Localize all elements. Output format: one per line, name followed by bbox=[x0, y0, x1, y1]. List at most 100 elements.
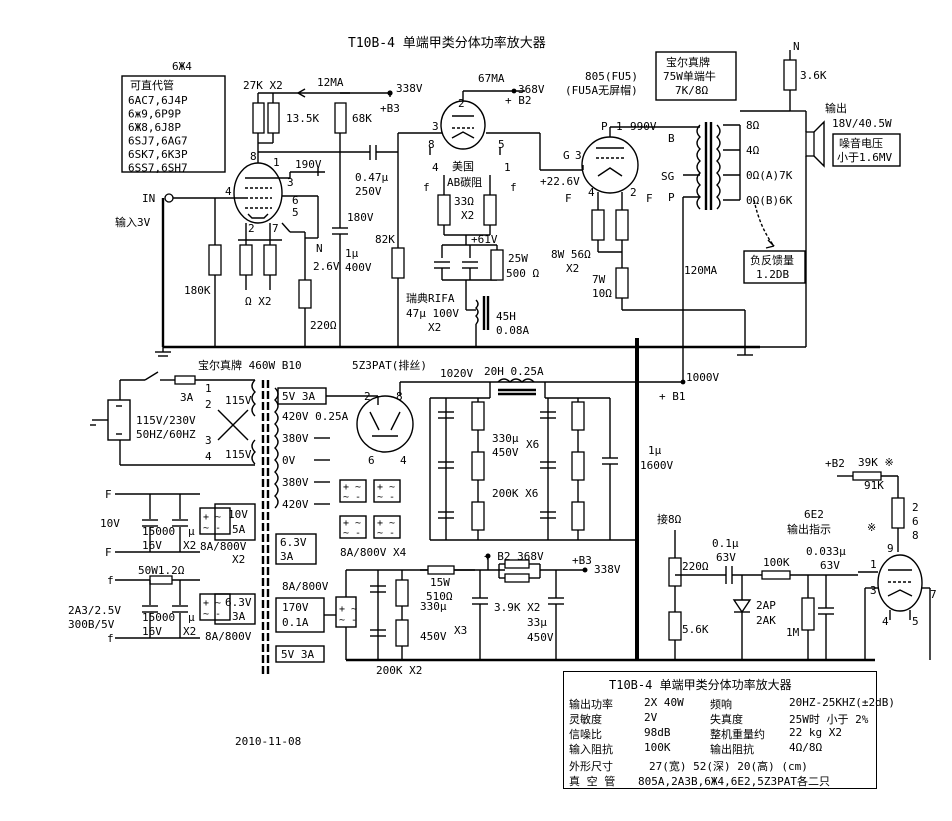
tube3-pin: G bbox=[563, 149, 570, 162]
pri-pin: 1 bbox=[205, 382, 212, 395]
pri-115b: 115V bbox=[225, 448, 252, 461]
tube1-pin: 4 bbox=[225, 185, 232, 198]
choke-45h-label: 45H bbox=[496, 310, 516, 323]
title: T10B-4 单端甲类分体功率放大器 bbox=[348, 35, 546, 51]
bridge-mark: ~ - bbox=[343, 492, 361, 503]
fil-cap-gap bbox=[141, 519, 159, 527]
ot-imp: 7K/8Ω bbox=[675, 84, 708, 97]
hv-cap-v: 450V bbox=[492, 446, 519, 459]
ind-pin: 3 bbox=[870, 584, 877, 597]
tube2-brand2: AB碳阻 bbox=[447, 175, 482, 189]
current-67ma: 67MA bbox=[478, 72, 505, 85]
r-510 bbox=[427, 565, 455, 575]
bridge-block bbox=[339, 479, 367, 503]
fil-cap-gap bbox=[171, 605, 189, 613]
cap-1u-v: 400V bbox=[345, 261, 372, 274]
hv-res bbox=[571, 451, 585, 481]
lv-b3: +B3 bbox=[572, 554, 592, 567]
svg-text:~ -: ~ - bbox=[203, 523, 221, 534]
spec-cell: 输入阻抗 bbox=[569, 743, 613, 756]
spec-cell: 22 kg X2 bbox=[789, 726, 842, 739]
svg-text:~ -: ~ - bbox=[203, 609, 221, 620]
r-500-label: 500 Ω bbox=[506, 267, 539, 280]
bridge-block bbox=[373, 515, 401, 539]
fil1-box bbox=[214, 503, 256, 541]
rifa-x2: X2 bbox=[428, 321, 441, 334]
n-label: N bbox=[316, 242, 323, 255]
fil2-a: 3A bbox=[232, 610, 246, 623]
r-180k bbox=[208, 244, 222, 276]
noise-val: 小于1.6MV bbox=[837, 151, 892, 164]
rifa-val: 47μ 100V bbox=[406, 307, 459, 320]
v-26: 2.6V bbox=[313, 260, 340, 273]
hv-res bbox=[571, 401, 585, 431]
ot-tap-label: 4Ω bbox=[746, 144, 760, 157]
r-180k-label: 180K bbox=[184, 284, 211, 297]
ptx-tap: 0V bbox=[282, 454, 296, 467]
cap-047-v: 250V bbox=[355, 185, 382, 198]
ind-r56k: 5.6K bbox=[682, 623, 709, 636]
r-grid-x2: X2 bbox=[566, 262, 579, 275]
spec-cell: 失真度 bbox=[710, 713, 743, 726]
lv-res bbox=[395, 579, 409, 607]
diode-fil1: 8A/800V bbox=[200, 540, 247, 553]
ind-plate-pin: 8 bbox=[912, 529, 919, 542]
ind-pin: 7 bbox=[930, 588, 937, 601]
lv-cap33v: 450V bbox=[527, 631, 554, 644]
ot-n: N bbox=[793, 40, 800, 53]
bridge-mark: ~ - bbox=[343, 528, 361, 539]
sec-63a: 3A bbox=[280, 550, 294, 563]
ind-b2: +B2 bbox=[825, 457, 845, 470]
fil2-r: 50W1.2Ω bbox=[138, 564, 185, 577]
hv-res bbox=[471, 501, 485, 531]
fil-cap-val: 15000 bbox=[142, 525, 175, 538]
fil-cap-x: X2 bbox=[183, 539, 196, 552]
spec-cell: 输出阻抗 bbox=[710, 743, 754, 756]
lv-res bbox=[395, 619, 409, 647]
v-1020: 1020V bbox=[440, 367, 473, 380]
svg-text:+ ~: + ~ bbox=[203, 512, 221, 523]
ind-pin: 5 bbox=[912, 615, 919, 628]
r-10 bbox=[615, 267, 629, 299]
tube3-805 bbox=[581, 136, 639, 194]
tube2-pin: 2 bbox=[458, 97, 465, 110]
r-33-b bbox=[483, 194, 497, 226]
hv-res bbox=[571, 501, 585, 531]
tube3-alt: (FU5A无屏帽) bbox=[565, 84, 638, 97]
sec-420: 420V 0.25A bbox=[282, 410, 349, 423]
spec-cell: 整机重量约 bbox=[710, 728, 765, 741]
subs-title: 可直代管 bbox=[130, 78, 174, 92]
sec-5v2: 5V 3A bbox=[281, 648, 314, 661]
ind-diode2: 2AK bbox=[756, 614, 776, 627]
r-68k-label: 68K bbox=[352, 112, 372, 125]
fil-cap-val: 15000 bbox=[142, 611, 175, 624]
fil-cap-gap bbox=[141, 605, 159, 613]
ind-tap: 接8Ω bbox=[657, 513, 682, 526]
diode-x4: 8A/800V X4 bbox=[340, 546, 407, 559]
cap-047: 0.47μ bbox=[355, 171, 388, 184]
mains-v: 115V/230V bbox=[136, 414, 196, 427]
ot-tap-label: 0Ω(A)7K bbox=[746, 169, 793, 182]
r-ind-220 bbox=[668, 557, 682, 587]
subs-item: 6SS7,6SH7 bbox=[128, 162, 188, 175]
fil2-v2: 300B/5V bbox=[68, 618, 115, 631]
ind-plate-pins: 268 bbox=[912, 501, 919, 542]
lv-cap330: 330μ bbox=[420, 600, 447, 613]
lv-b3-v: 338V bbox=[594, 563, 621, 576]
bridge-mark: ~ - bbox=[377, 528, 395, 539]
v-61: +61V bbox=[471, 233, 498, 246]
noise-label: 噪音电压 bbox=[839, 136, 883, 150]
r-27k-b bbox=[267, 102, 280, 134]
r-ohm-x2-label: Ω X2 bbox=[245, 295, 272, 308]
bridge-block bbox=[373, 479, 401, 503]
tube2-f-right: f bbox=[510, 181, 517, 194]
input-level: 输入3V bbox=[115, 215, 151, 229]
r-ind-1m bbox=[801, 597, 815, 631]
v-190: 190V bbox=[295, 158, 322, 171]
b2-top: + B2 bbox=[505, 94, 532, 107]
hv-cap-x: X6 bbox=[526, 438, 539, 451]
spec-size-val: 27(宽) 52(深) 20(高) (cm) bbox=[649, 760, 808, 773]
